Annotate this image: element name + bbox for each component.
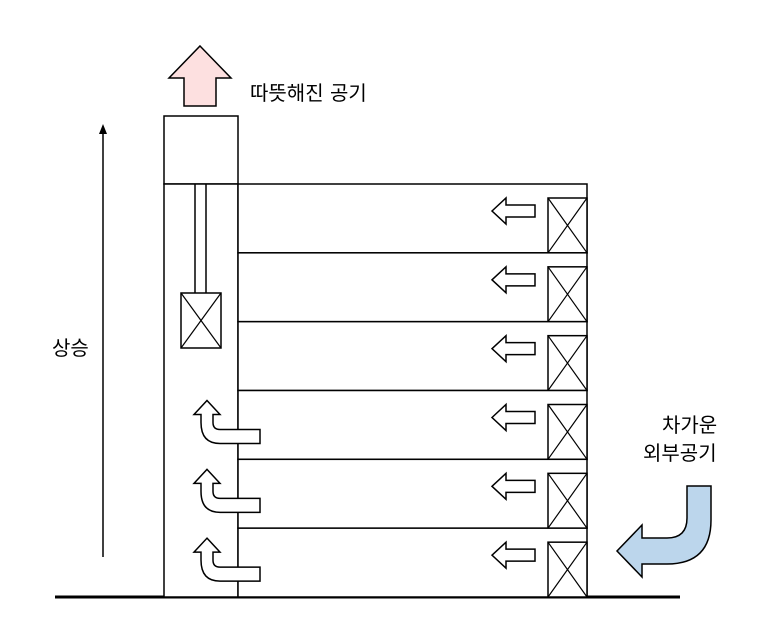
shaft [163, 183, 239, 598]
cross-box-icon [547, 197, 588, 254]
floor-5 [237, 252, 588, 323]
cross-box-icon [547, 403, 588, 461]
floor-room [237, 458, 588, 529]
shaft-fan [180, 184, 222, 349]
rise-arrow [99, 124, 107, 557]
hollow-left-arrow-icon [490, 196, 536, 226]
hollow-left-arrow-icon [490, 333, 536, 364]
cross-box-icon [547, 266, 588, 323]
hollow-curved-up-arrow-icon [192, 537, 261, 582]
cold-air-label-line1: 차가운 [662, 413, 717, 437]
hollow-curved-up-arrow-icon [192, 399, 261, 445]
rise-label: 상승 [52, 336, 89, 360]
floor-3 [237, 389, 588, 461]
cross-box-icon [547, 472, 588, 529]
floors [237, 183, 588, 598]
floor-4 [237, 320, 588, 392]
hollow-left-arrow-icon [490, 471, 536, 502]
floor-room [237, 527, 588, 598]
hollow-left-arrow-icon [490, 265, 536, 295]
cross-box-icon [547, 334, 588, 392]
warm-air-arrow-icon [167, 44, 233, 107]
floor-1 [237, 527, 588, 598]
floor-2 [237, 458, 588, 529]
hollow-left-arrow-icon [490, 540, 536, 570]
floor-6 [237, 183, 588, 254]
shaft-top-box [163, 115, 239, 185]
cross-box-icon [547, 541, 588, 598]
shaft-inlet-arrows [192, 399, 261, 582]
hollow-curved-up-arrow-icon [192, 468, 261, 514]
floor-room [237, 389, 588, 461]
floor-room [237, 320, 588, 392]
cold-air-arrow-icon [615, 485, 712, 579]
floor-room [237, 252, 588, 323]
cold-air-label-line2: 외부공기 [643, 441, 717, 465]
hollow-left-arrow-icon [490, 402, 536, 433]
floor-room [237, 183, 588, 254]
warm-air-label: 따뜻해진 공기 [250, 81, 367, 105]
